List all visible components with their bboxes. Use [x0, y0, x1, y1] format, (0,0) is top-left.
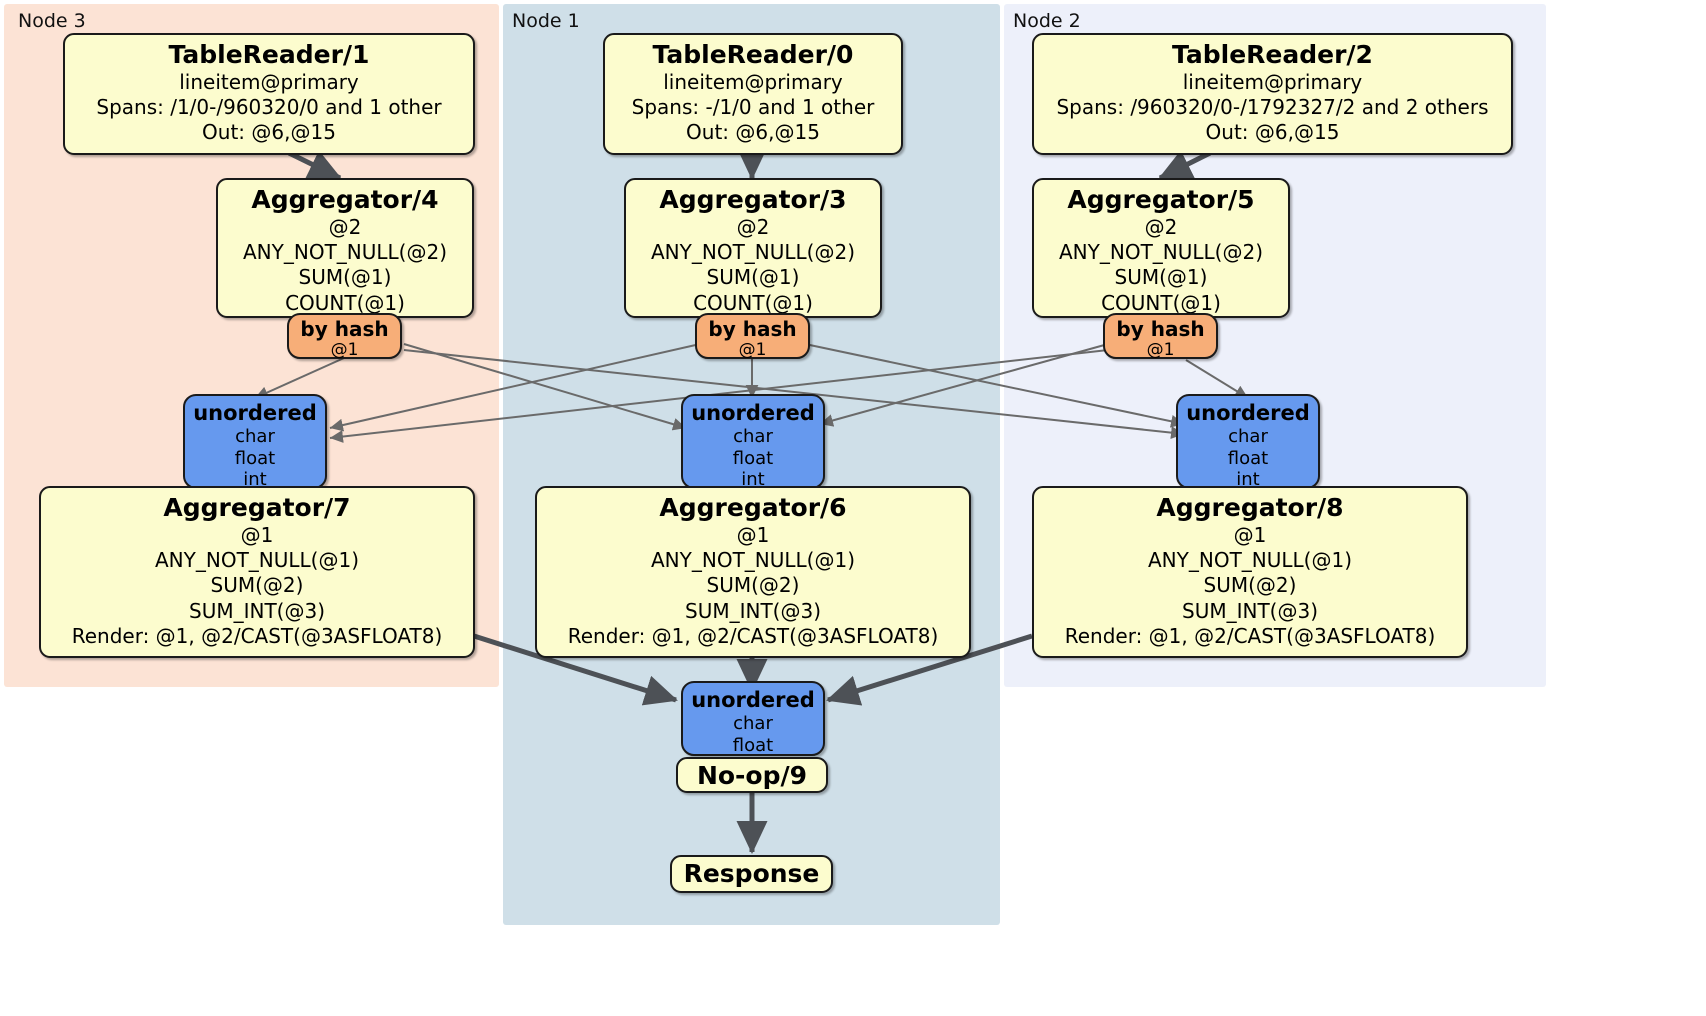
node-label-node2: Node 2: [1013, 10, 1081, 32]
processor-title: Aggregator/3: [659, 185, 847, 214]
synchronizer-line: int: [741, 469, 765, 491]
synchronizer-line: char: [235, 426, 275, 448]
synchronizer-unordered-right[interactable]: unordered char float int: [1176, 394, 1320, 491]
router-line: @1: [330, 340, 359, 360]
processor-aggregator-3[interactable]: Aggregator/3 @2 ANY_NOT_NULL(@2) SUM(@1)…: [624, 178, 882, 318]
processor-title: TableReader/0: [652, 40, 854, 69]
router-title: by hash: [300, 317, 389, 341]
synchronizer-line: float: [732, 734, 774, 756]
processor-line: COUNT(@1): [693, 290, 813, 315]
synchronizer-title: unordered: [1186, 401, 1310, 425]
synchronizer-title: unordered: [691, 688, 815, 712]
processor-title: Aggregator/4: [251, 185, 439, 214]
processor-title: Aggregator/5: [1067, 185, 1255, 214]
synchronizer-unordered-middle[interactable]: unordered char float int: [681, 394, 825, 491]
processor-aggregator-4[interactable]: Aggregator/4 @2 ANY_NOT_NULL(@2) SUM(@1)…: [216, 178, 474, 318]
processor-line: ANY_NOT_NULL(@1): [651, 548, 855, 573]
processor-line: @2: [328, 215, 362, 239]
processor-aggregator-5[interactable]: Aggregator/5 @2 ANY_NOT_NULL(@2) SUM(@1)…: [1032, 178, 1290, 318]
synchronizer-line: int: [243, 469, 267, 491]
processor-line: ANY_NOT_NULL(@1): [155, 548, 359, 573]
synchronizer-line: int: [1236, 469, 1260, 491]
processor-line: Out: @6,@15: [1205, 120, 1340, 145]
processor-title: Aggregator/6: [659, 493, 847, 522]
processor-line: SUM(@2): [706, 573, 800, 598]
synchronizer-unordered-left[interactable]: unordered char float int: [183, 394, 327, 491]
processor-line: SUM_INT(@3): [685, 598, 821, 623]
processor-table-reader-1[interactable]: TableReader/1 lineitem@primary Spans: /1…: [63, 33, 475, 155]
processor-line: lineitem@primary: [1182, 70, 1363, 94]
router-title: by hash: [1116, 317, 1205, 341]
processor-line: SUM(@1): [298, 265, 392, 290]
synchronizer-line: float: [1227, 447, 1269, 469]
processor-line: SUM(@2): [1203, 573, 1297, 598]
processor-table-reader-2[interactable]: TableReader/2 lineitem@primary Spans: /9…: [1032, 33, 1513, 155]
processor-line: SUM(@1): [706, 265, 800, 290]
processor-line: Render: @1, @2/CAST(@3ASFLOAT8): [1064, 623, 1436, 648]
synchronizer-line: char: [1228, 426, 1268, 448]
processor-aggregator-7[interactable]: Aggregator/7 @1 ANY_NOT_NULL(@1) SUM(@2)…: [39, 486, 475, 658]
processor-line: Spans: -/1/0 and 1 other: [631, 95, 875, 120]
processor-line: COUNT(@1): [1101, 290, 1221, 315]
processor-line: Render: @1, @2/CAST(@3ASFLOAT8): [71, 623, 443, 648]
processor-title: TableReader/2: [1172, 40, 1373, 69]
node-label-node3: Node 3: [18, 10, 86, 32]
processor-line: Spans: /1/0-/960320/0 and 1 other: [96, 95, 442, 120]
processor-title: TableReader/1: [168, 40, 370, 69]
processor-title: No-op/9: [696, 761, 808, 790]
processor-line: SUM_INT(@3): [189, 598, 325, 623]
processor-title: Aggregator/7: [163, 493, 351, 522]
processor-line: Render: @1, @2/CAST(@3ASFLOAT8): [567, 623, 939, 648]
processor-line: @1: [240, 523, 274, 547]
processor-line: SUM(@2): [210, 573, 304, 598]
router-by-hash-middle[interactable]: by hash @1: [695, 313, 810, 360]
processor-title: Response: [683, 859, 820, 888]
processor-line: Out: @6,@15: [202, 120, 336, 145]
processor-line: SUM_INT(@3): [1182, 598, 1318, 623]
processor-line: ANY_NOT_NULL(@2): [1059, 240, 1263, 265]
synchronizer-line: char: [733, 426, 773, 448]
processor-line: @1: [736, 523, 770, 547]
synchronizer-line: float: [234, 447, 276, 469]
synchronizer-title: unordered: [691, 401, 815, 425]
processor-line: Out: @6,@15: [686, 120, 820, 145]
router-line: @1: [1146, 340, 1175, 360]
processor-title: Aggregator/8: [1156, 493, 1344, 522]
processor-noop-9[interactable]: No-op/9: [676, 757, 828, 793]
processor-line: ANY_NOT_NULL(@2): [243, 240, 447, 265]
router-by-hash-left[interactable]: by hash @1: [287, 313, 402, 360]
processor-line: COUNT(@1): [285, 290, 405, 315]
processor-aggregator-6[interactable]: Aggregator/6 @1 ANY_NOT_NULL(@1) SUM(@2)…: [535, 486, 971, 658]
processor-line: lineitem@primary: [663, 70, 843, 94]
processor-line: SUM(@1): [1114, 265, 1208, 290]
synchronizer-line: float: [732, 447, 774, 469]
processor-line: ANY_NOT_NULL(@1): [1148, 548, 1352, 573]
router-title: by hash: [708, 317, 797, 341]
synchronizer-unordered-final[interactable]: unordered char float: [681, 681, 825, 756]
router-line: @1: [738, 340, 767, 360]
processor-line: Spans: /960320/0-/1792327/2 and 2 others: [1056, 95, 1489, 120]
processor-line: ANY_NOT_NULL(@2): [651, 240, 855, 265]
node-label-node1: Node 1: [512, 10, 580, 32]
processor-table-reader-0[interactable]: TableReader/0 lineitem@primary Spans: -/…: [603, 33, 903, 155]
processor-line: lineitem@primary: [179, 70, 359, 94]
router-by-hash-right[interactable]: by hash @1: [1103, 313, 1218, 360]
processor-response[interactable]: Response: [670, 855, 833, 893]
synchronizer-title: unordered: [193, 401, 317, 425]
processor-line: @1: [1233, 523, 1267, 547]
processor-line: @2: [1144, 215, 1178, 239]
synchronizer-line: char: [733, 713, 773, 735]
processor-aggregator-8[interactable]: Aggregator/8 @1 ANY_NOT_NULL(@1) SUM(@2)…: [1032, 486, 1468, 658]
processor-line: @2: [736, 215, 770, 239]
